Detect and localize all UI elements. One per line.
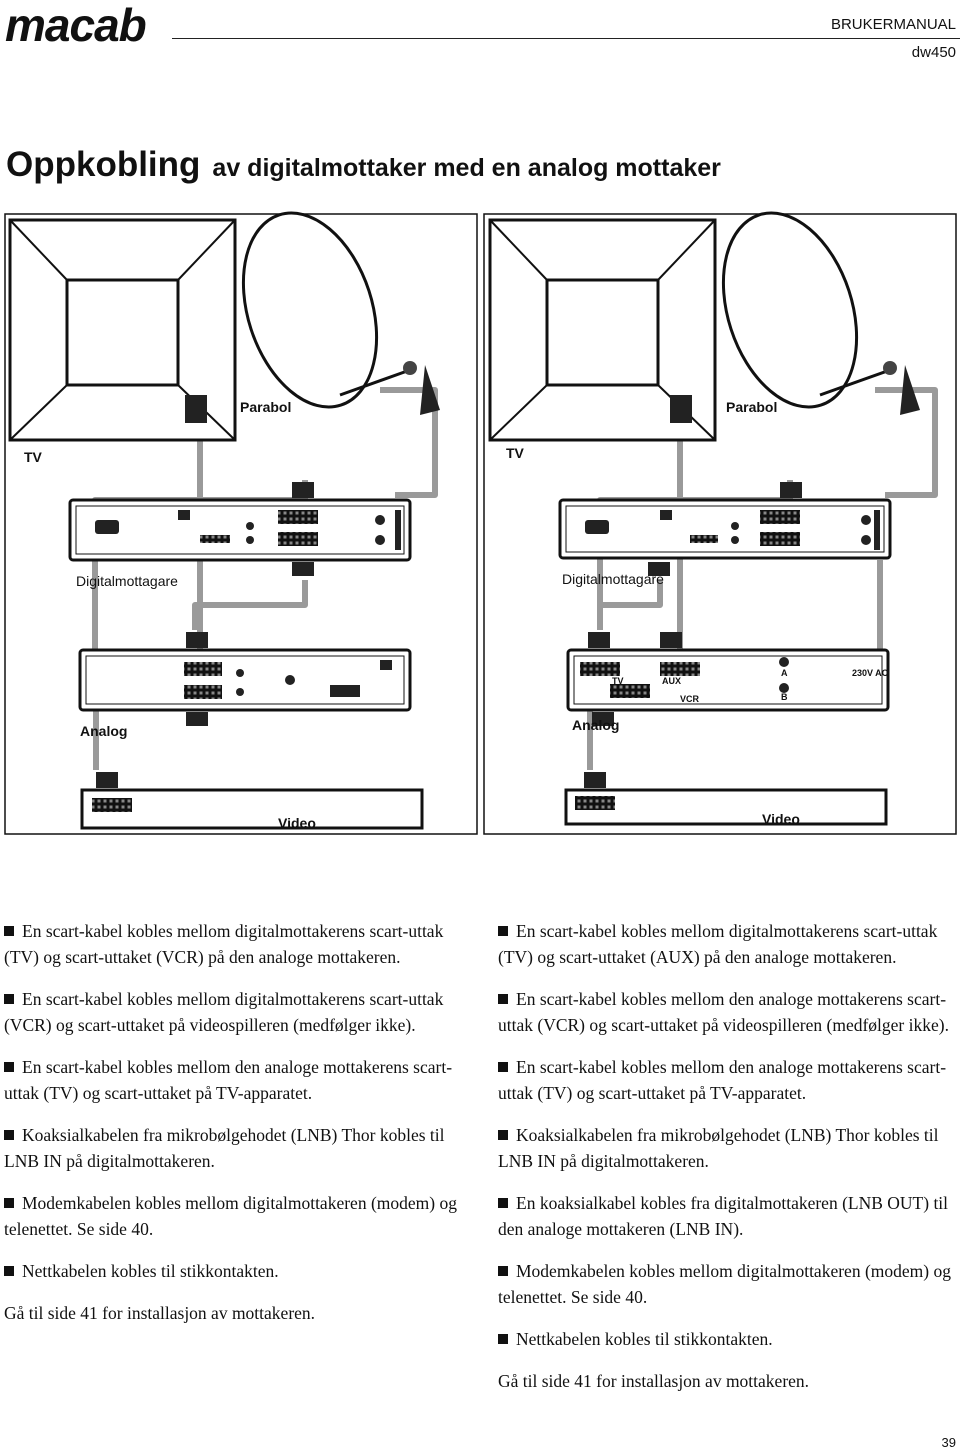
right-item-6: Modemkabelen kobles mellom digitalmottak…	[498, 1261, 951, 1307]
left-digital-receiver	[68, 498, 412, 562]
left-analog-receiver	[78, 648, 412, 712]
left-digital-receiver-label: Digitalmottagare	[76, 573, 178, 589]
left-item-5: Modemkabelen kobles mellom digitalmottak…	[4, 1193, 457, 1239]
right-video-recorder	[564, 788, 888, 826]
manual-label: BRUKERMANUAL	[830, 16, 956, 33]
bullet-icon	[4, 926, 14, 936]
left-dish-icon	[241, 211, 440, 415]
brand-logo: macab	[5, 0, 147, 51]
bullet-icon	[4, 1130, 14, 1140]
right-instructions: En scart-kabel kobles mellom digitalmott…	[498, 918, 958, 1410]
page-title: Oppkobling av digitalmottaker med en anal…	[6, 145, 721, 185]
right-video-label: Video	[762, 811, 800, 827]
page-number: 39	[941, 1435, 956, 1450]
bullet-icon	[498, 926, 508, 936]
right-item-2: En scart-kabel kobles mellom den analoge…	[498, 989, 949, 1035]
left-item-2: En scart-kabel kobles mellom digitalmott…	[4, 989, 444, 1035]
right-panel: Parabol TV Digitalmottagare	[483, 211, 957, 835]
left-video-recorder	[80, 788, 424, 830]
left-dish-label: Parabol	[240, 399, 291, 415]
right-digital-receiver-label: Digitalmottagare	[562, 571, 664, 587]
bullet-icon	[4, 1266, 14, 1276]
right-port-vcr: VCR	[680, 694, 700, 704]
bullet-icon	[498, 1334, 508, 1344]
left-item-3: En scart-kabel kobles mellom den analoge…	[4, 1057, 453, 1103]
right-digital-receiver	[558, 498, 892, 560]
title-rest: av digitalmottaker med en analog mottake…	[212, 154, 721, 182]
right-port-aux: AUX	[662, 676, 681, 686]
bullet-icon	[4, 1198, 14, 1208]
left-tv-icon	[8, 218, 237, 442]
right-analog-receiver	[566, 648, 890, 712]
bullet-icon	[498, 1266, 508, 1276]
right-item-3: En scart-kabel kobles mellom den analoge…	[498, 1057, 947, 1103]
bullet-icon	[498, 1198, 508, 1208]
right-dish-label: Parabol	[726, 399, 777, 415]
bullet-icon	[498, 1062, 508, 1072]
right-tv-icon	[488, 218, 717, 442]
right-port-b: B	[781, 692, 788, 702]
left-footer: Gå til side 41 for installasjon av motta…	[4, 1303, 316, 1323]
model-label: dw450	[911, 44, 956, 61]
right-item-4: Koaksialkabelen fra mikrobølgehodet (LNB…	[498, 1125, 939, 1171]
connection-diagram: Parabol TV Digitalmottagare	[4, 211, 957, 835]
left-item-4: Koaksialkabelen fra mikrobølgehodet (LNB…	[4, 1125, 445, 1171]
right-item-7: Nettkabelen kobles til stikkontakten.	[498, 1326, 958, 1352]
left-video-label: Video	[278, 815, 316, 831]
right-port-a: A	[781, 668, 788, 678]
right-item-1: En scart-kabel kobles mellom digitalmott…	[498, 921, 938, 967]
right-power-label: 230V AC	[852, 668, 889, 678]
left-item-6: Nettkabelen kobles til stikkontakten.	[4, 1258, 462, 1284]
right-footer: Gå til side 41 for installasjon av motta…	[498, 1371, 810, 1391]
bullet-icon	[498, 994, 508, 1004]
left-instructions: En scart-kabel kobles mellom digitalmott…	[4, 918, 462, 1342]
bullet-icon	[4, 1062, 14, 1072]
right-item-5: En koaksialkabel kobles fra digitalmotta…	[498, 1193, 949, 1239]
left-analog-label: Analog	[80, 723, 127, 739]
right-tv-label: TV	[506, 445, 525, 461]
left-panel: Parabol TV Digitalmottagare	[4, 211, 478, 835]
right-port-tv: TV	[612, 676, 624, 686]
bullet-icon	[4, 994, 14, 1004]
header-rule	[172, 38, 960, 39]
right-analog-label: Analog	[572, 717, 619, 733]
left-item-1: En scart-kabel kobles mellom digitalmott…	[4, 921, 444, 967]
bullet-icon	[498, 1130, 508, 1140]
title-main: Oppkobling	[6, 145, 201, 184]
right-dish-icon	[721, 211, 920, 415]
left-tv-label: TV	[24, 449, 43, 465]
